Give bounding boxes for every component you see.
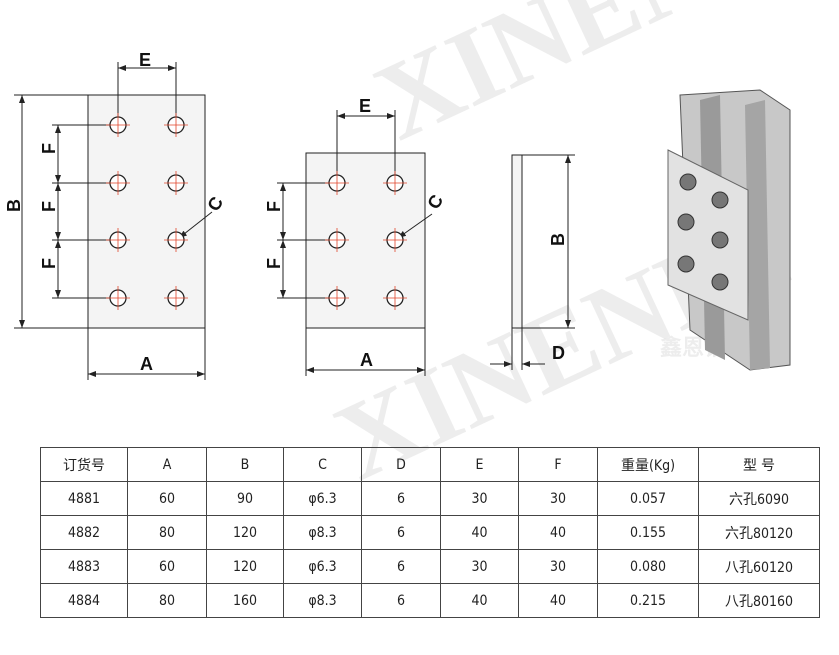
- column-header: E: [440, 447, 519, 482]
- mounting-hole: [106, 286, 130, 310]
- table-cell: 6: [361, 481, 441, 516]
- dim-label-f: F: [39, 201, 59, 212]
- table-cell: 6: [361, 583, 441, 618]
- table-cell: 0.215: [597, 583, 699, 618]
- mounting-hole: [106, 113, 130, 137]
- dim-label-f: F: [264, 258, 284, 269]
- column-header: F: [518, 447, 598, 482]
- bolt-head: [677, 255, 695, 273]
- bolt-head: [711, 191, 729, 209]
- column-header: 订货号: [40, 447, 128, 482]
- dim-label-c: C: [203, 193, 227, 214]
- table-cell: φ8.3: [283, 515, 362, 550]
- table-cell: 40: [440, 583, 519, 618]
- column-header: 重量(Kg): [597, 447, 699, 482]
- dim-label-f: F: [264, 201, 284, 212]
- dim-label-c: C: [423, 191, 447, 212]
- column-header: B: [206, 447, 284, 482]
- mounting-hole: [325, 171, 349, 195]
- table-cell: φ6.3: [283, 549, 362, 584]
- table-cell: φ6.3: [283, 481, 362, 516]
- product-3d-render: [667, 89, 791, 371]
- column-header: C: [283, 447, 362, 482]
- mounting-hole: [106, 228, 130, 252]
- technical-drawing: E B F F F A C E F F A C B D: [4, 50, 791, 380]
- table-cell: 40: [518, 515, 598, 550]
- table-cell: 八孔60120: [698, 549, 820, 584]
- table-cell: 30: [440, 481, 519, 516]
- table-cell: φ8.3: [283, 583, 362, 618]
- table-cell: 六孔80120: [698, 515, 820, 550]
- table-cell: 120: [206, 549, 284, 584]
- table-cell: 160: [206, 583, 284, 618]
- bolt-head: [711, 273, 729, 291]
- bolt-head: [711, 231, 729, 249]
- table-cell: 六孔6090: [698, 481, 820, 516]
- column-header: A: [127, 447, 207, 482]
- table-cell: 30: [518, 481, 598, 516]
- mounting-hole: [325, 286, 349, 310]
- table-cell: 90: [206, 481, 284, 516]
- dim-label-f: F: [39, 143, 59, 154]
- table-cell: 30: [518, 549, 598, 584]
- dim-label-e: E: [359, 96, 371, 116]
- table-cell: 80: [127, 583, 207, 618]
- table-cell: 120: [206, 515, 284, 550]
- column-header: 型 号: [698, 447, 820, 482]
- dim-label-f: F: [39, 258, 59, 269]
- table-cell: 6: [361, 515, 441, 550]
- table-cell: 八孔80160: [698, 583, 820, 618]
- dim-label-a: A: [140, 354, 153, 374]
- column-header: D: [361, 447, 441, 482]
- dim-label-b: B: [548, 233, 568, 246]
- mounting-hole: [164, 286, 188, 310]
- table-cell: 60: [127, 481, 207, 516]
- dim-label-a: A: [360, 350, 373, 370]
- bolt-head: [679, 173, 697, 191]
- table-cell: 4884: [40, 583, 128, 618]
- mounting-hole: [164, 171, 188, 195]
- mounting-hole: [164, 228, 188, 252]
- bolt-head: [677, 213, 695, 231]
- dim-label-e: E: [139, 50, 151, 70]
- dim-label-b: B: [4, 199, 24, 212]
- table-cell: 4881: [40, 481, 128, 516]
- table-cell: 30: [440, 549, 519, 584]
- table-cell: 4883: [40, 549, 128, 584]
- mounting-hole: [325, 228, 349, 252]
- table-cell: 6: [361, 549, 441, 584]
- mounting-hole: [383, 286, 407, 310]
- table-cell: 60: [127, 549, 207, 584]
- table-cell: 40: [518, 583, 598, 618]
- mounting-hole: [383, 228, 407, 252]
- table-cell: 0.155: [597, 515, 699, 550]
- table-cell: 0.080: [597, 549, 699, 584]
- table-cell: 80: [127, 515, 207, 550]
- dim-label-d: D: [552, 343, 565, 363]
- mounting-hole: [106, 171, 130, 195]
- table-cell: 0.057: [597, 481, 699, 516]
- table-cell: 4882: [40, 515, 128, 550]
- mounting-hole: [383, 171, 407, 195]
- table-cell: 40: [440, 515, 519, 550]
- mounting-hole: [164, 113, 188, 137]
